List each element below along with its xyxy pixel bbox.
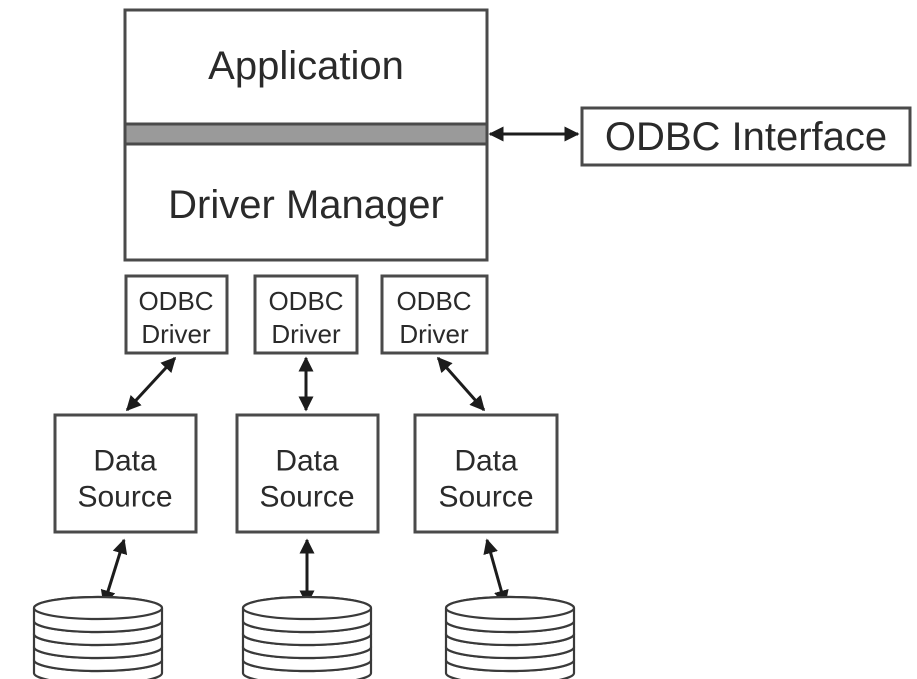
data-source-1-line1: Data	[93, 445, 157, 478]
odbc-driver-2-line2: Driver	[271, 319, 341, 349]
driver-manager-box	[123, 142, 489, 262]
database-stack-icon	[32, 595, 164, 679]
odbc-driver-1-line1: ODBC	[138, 286, 213, 316]
database-stack-icon	[444, 595, 576, 679]
odbc-driver-1-line2: Driver	[141, 319, 211, 349]
odbc-driver-3-line2: Driver	[399, 319, 469, 349]
odbc-interface-label: ODBC Interface	[605, 115, 887, 159]
data-source-3-line1: Data	[454, 445, 518, 478]
application-label: Application	[208, 44, 404, 88]
data-source-3-line2: Source	[438, 481, 533, 514]
data-source-2-line1: Data	[275, 445, 339, 478]
odbc-driver-2-line1: ODBC	[268, 286, 343, 316]
source-db-arrow-1	[100, 538, 128, 606]
source-db-arrow-3	[483, 538, 509, 606]
database-disk-top	[241, 595, 373, 621]
odbc-driver-3-line1: ODBC	[396, 286, 471, 316]
odbc-driver-box-2	[253, 274, 359, 355]
data-source-2-line2: Source	[259, 481, 354, 514]
driver-source-arrow-3	[436, 356, 486, 412]
odbc-driver-box-3	[380, 274, 489, 355]
application-box	[123, 8, 489, 126]
database-stack-icon	[241, 595, 373, 679]
data-source-box-2	[235, 413, 380, 534]
odbc-interface-box	[580, 106, 912, 167]
data-source-box-1	[53, 413, 198, 534]
driver-source-arrow-1	[125, 356, 177, 412]
driver-manager-label: Driver Manager	[168, 183, 444, 227]
data-source-box-3	[413, 413, 559, 534]
database-disk-top	[444, 595, 576, 621]
database-disk-top	[32, 595, 164, 621]
odbc-driver-box-1	[124, 274, 229, 355]
odbc-interface-bar	[123, 122, 489, 146]
data-source-1-line2: Source	[77, 481, 172, 514]
